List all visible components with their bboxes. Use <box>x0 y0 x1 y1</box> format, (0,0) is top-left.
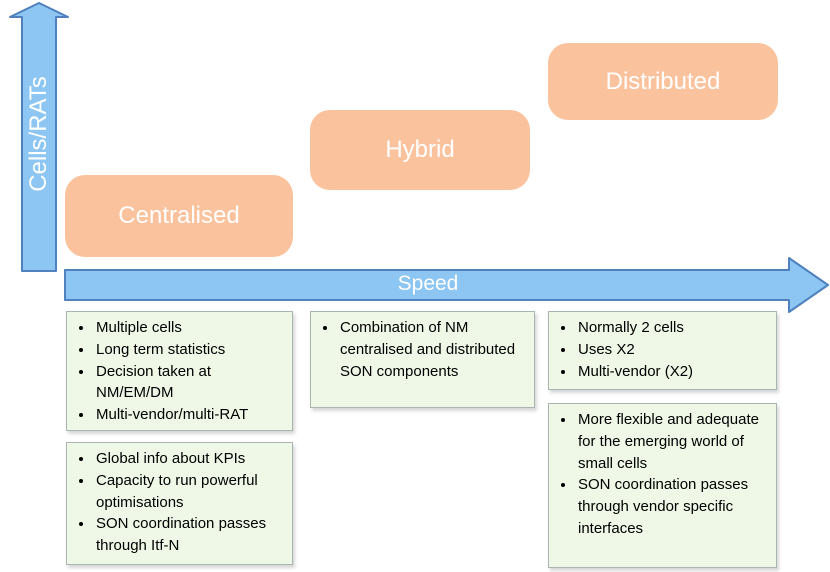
bullet-list: Global info about KPIsCapacity to run po… <box>67 443 292 562</box>
bullet-item: Multi-vendor/multi-RAT <box>94 404 278 426</box>
node-hybrid: Hybrid <box>310 110 530 190</box>
info-box-centralised-details: Global info about KPIsCapacity to run po… <box>66 442 293 565</box>
y-axis-label: Cells/RATs <box>25 76 52 192</box>
info-box-distributed-details: More flexible and adequate for the emerg… <box>548 403 777 568</box>
bullet-list: More flexible and adequate for the emerg… <box>549 404 776 545</box>
bullet-item: Capacity to run powerful optimisations <box>94 470 278 514</box>
node-hybrid-label: Hybrid <box>385 136 455 163</box>
info-box-centralised-features: Multiple cellsLong term statisticsDecisi… <box>66 311 293 431</box>
node-distributed: Distributed <box>548 43 778 120</box>
bullet-item: SON coordination passes through vendor s… <box>576 474 762 539</box>
bullet-item: Long term statistics <box>94 339 278 361</box>
bullet-item: Multi-vendor (X2) <box>576 361 762 383</box>
bullet-list: Combination of NM centralised and distri… <box>311 312 534 387</box>
bullet-list: Normally 2 cellsUses X2Multi-vendor (X2) <box>549 312 776 387</box>
y-axis-arrow <box>9 2 69 272</box>
info-box-distributed-features: Normally 2 cellsUses X2Multi-vendor (X2) <box>548 311 777 390</box>
info-box-hybrid-features: Combination of NM centralised and distri… <box>310 311 535 408</box>
bullet-item: Uses X2 <box>576 339 762 361</box>
bullet-item: Combination of NM centralised and distri… <box>338 317 520 382</box>
bullet-item: Multiple cells <box>94 317 278 339</box>
node-distributed-label: Distributed <box>605 67 721 95</box>
bullet-item: Normally 2 cells <box>576 317 762 339</box>
bullet-list: Multiple cellsLong term statisticsDecisi… <box>67 312 292 431</box>
node-centralised-label: Centralised <box>118 202 240 229</box>
bullet-item: Decision taken at NM/EM/DM <box>94 361 278 405</box>
bullet-item: More flexible and adequate for the emerg… <box>576 409 762 474</box>
x-axis-label: Speed <box>397 272 459 295</box>
bullet-item: Global info about KPIs <box>94 448 278 470</box>
bullet-item: SON coordination passes through Itf-N <box>94 513 278 557</box>
node-centralised: Centralised <box>65 175 293 257</box>
x-axis-arrow <box>64 257 829 313</box>
